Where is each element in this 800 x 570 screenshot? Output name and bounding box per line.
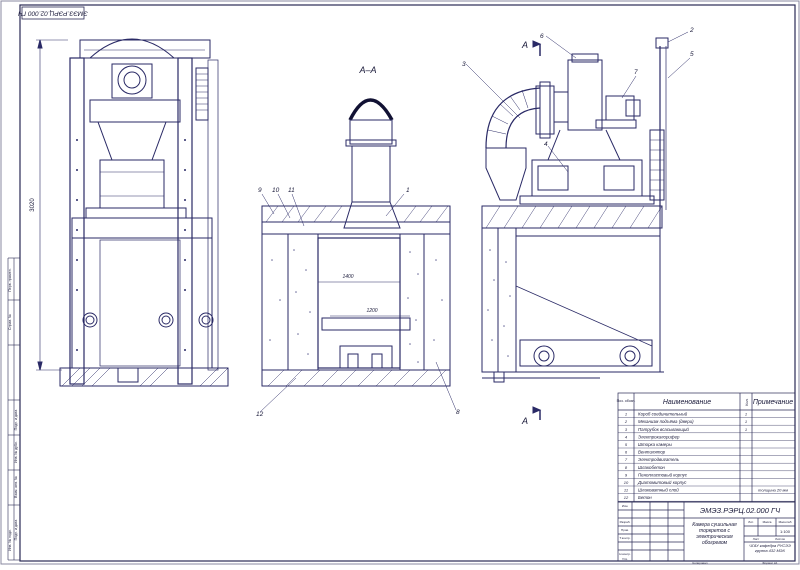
spec-cell-name: Короб соединительный xyxy=(638,412,688,417)
callout-1: 1 xyxy=(406,187,410,194)
title-block-sheets: Листов xyxy=(775,537,785,541)
spec-cell-name: Патрубок всасывающий xyxy=(638,427,689,432)
spec-header-qty: Кол. xyxy=(745,398,749,405)
spec-cell-qty: 1 xyxy=(745,427,747,432)
spec-cell-pos: 2 xyxy=(624,419,628,424)
spec-cell-name: Пенопластовый корпус xyxy=(638,472,688,477)
title-block-mass: Масса xyxy=(763,520,772,524)
callout-11: 11 xyxy=(288,187,295,194)
spec-cell-name: Шторка камеры xyxy=(638,442,673,447)
spec-cell-note: толщина 20 мм xyxy=(758,488,788,493)
strip-label-6: Инв. № подл. xyxy=(8,529,12,551)
spec-cell-pos: 5 xyxy=(625,442,628,447)
spec-table xyxy=(617,392,796,503)
callout-12: 12 xyxy=(256,411,264,418)
callout-6: 6 xyxy=(540,33,544,40)
strip-label-4: Взам. инв. № xyxy=(14,476,18,498)
spec-cell-qty: 1 xyxy=(745,419,747,424)
dim-1400: 1400 xyxy=(342,274,353,280)
spec-cell-pos: 12 xyxy=(624,495,629,500)
callout-3: 3 xyxy=(462,61,466,68)
section-mark-top: A xyxy=(521,40,528,50)
spec-cell-name: Бетон xyxy=(638,495,652,500)
spec-cell-name: Механизм подъёма (двери) xyxy=(638,419,694,424)
section-view xyxy=(259,98,457,413)
strip-label-0: Перв. примен. xyxy=(8,268,12,291)
spec-cell-name: Электродвигатель xyxy=(638,457,680,462)
front-rivets xyxy=(76,139,186,351)
role-1: Разраб. xyxy=(620,520,631,524)
spec-cell-pos: 9 xyxy=(625,472,628,477)
title-block-lit: Лит. xyxy=(748,520,754,524)
callout-8: 8 xyxy=(456,409,460,416)
spec-cell-name: Диатомитовый корпус xyxy=(637,480,687,485)
role-3: Т.контр. xyxy=(620,536,631,540)
section-label: A–A xyxy=(358,65,376,75)
role-2: Пров. xyxy=(621,528,629,532)
format-label: Формат А1 xyxy=(762,561,777,565)
insulation-dots xyxy=(269,249,443,363)
title-block-code: ЭМЭЗ.РЭРЦ.02.000 ГЧ xyxy=(700,506,781,515)
strip-label-3: Инв. № дубл. xyxy=(14,441,18,463)
title-block-title: Камера сушильная торкретов с электрическ… xyxy=(692,522,737,546)
spec-cell-pos: 4 xyxy=(625,434,628,439)
spec-cell-pos: 6 xyxy=(625,450,628,455)
section-mark-bottom: A xyxy=(521,416,528,426)
spec-header-note: Примечание xyxy=(753,399,793,406)
rotated-code-box: ЭМЭЗ.РЭРЦ.02.000 ГЧ xyxy=(18,6,88,20)
left-strip xyxy=(7,257,20,561)
spec-cell-pos: 10 xyxy=(624,480,629,485)
inner-frame xyxy=(19,4,796,562)
strip-label-5: Подп. и дата xyxy=(14,520,18,541)
role-4: Н.контр. xyxy=(619,552,631,556)
callout-2: 2 xyxy=(689,27,694,34)
callout-5: 5 xyxy=(690,51,694,58)
title-block-title-box: Камера сушильная торкретов с электрическ… xyxy=(692,522,737,546)
title-block-org-box: ЧГАУ кафедра РУСЭЭ группа 432 МЭХ xyxy=(749,543,791,553)
strip-label-2: Подп. и дата xyxy=(14,410,18,431)
callout-10: 10 xyxy=(272,187,280,194)
title-block-org: ЧГАУ кафедра РУСЭЭ группа 432 МЭХ xyxy=(749,543,791,553)
spec-header-pos: Поз. обозн. xyxy=(617,399,636,403)
callout-4: 4 xyxy=(544,141,548,148)
spec-cell-pos: 7 xyxy=(625,457,628,462)
spec-cell-qty: 1 xyxy=(745,412,747,417)
spec-cell-pos: 11 xyxy=(624,488,628,493)
spec-cell-name: Шлаковатный слой xyxy=(638,488,679,493)
spec-cell-pos: 3 xyxy=(625,427,628,432)
spec-cell-name: Шлакобетон xyxy=(638,465,665,470)
callout-7: 7 xyxy=(634,69,638,76)
spec-cell-pos: 8 xyxy=(625,465,628,470)
dimension-height: 3020 xyxy=(30,198,36,212)
strip-label-1: Справ. № xyxy=(8,314,12,330)
title-block-sheet: Лист xyxy=(753,537,760,541)
side-insulation-dots xyxy=(487,249,511,357)
spec-header-name: Наименование xyxy=(663,399,711,406)
spec-cell-name: Вентилятор xyxy=(638,450,666,455)
title-block-scale: 1:100 xyxy=(780,529,791,534)
title-block-scale-hdr: Масштаб xyxy=(779,520,792,524)
title-block xyxy=(617,501,796,562)
spec-cell-pos: 1 xyxy=(625,412,627,417)
spec-cell-name: Электрокалорифер xyxy=(638,434,680,439)
dim-1200: 1200 xyxy=(366,308,377,314)
copy-label: Копировал xyxy=(692,561,707,565)
role-0: Изм. xyxy=(622,504,629,508)
rotated-code: ЭМЭЗ.РЭРЦ.02.000 ГЧ xyxy=(18,9,88,16)
front-view xyxy=(36,38,229,387)
role-5: Утв. xyxy=(622,557,628,561)
side-view xyxy=(465,31,691,420)
callout-9: 9 xyxy=(258,187,262,194)
